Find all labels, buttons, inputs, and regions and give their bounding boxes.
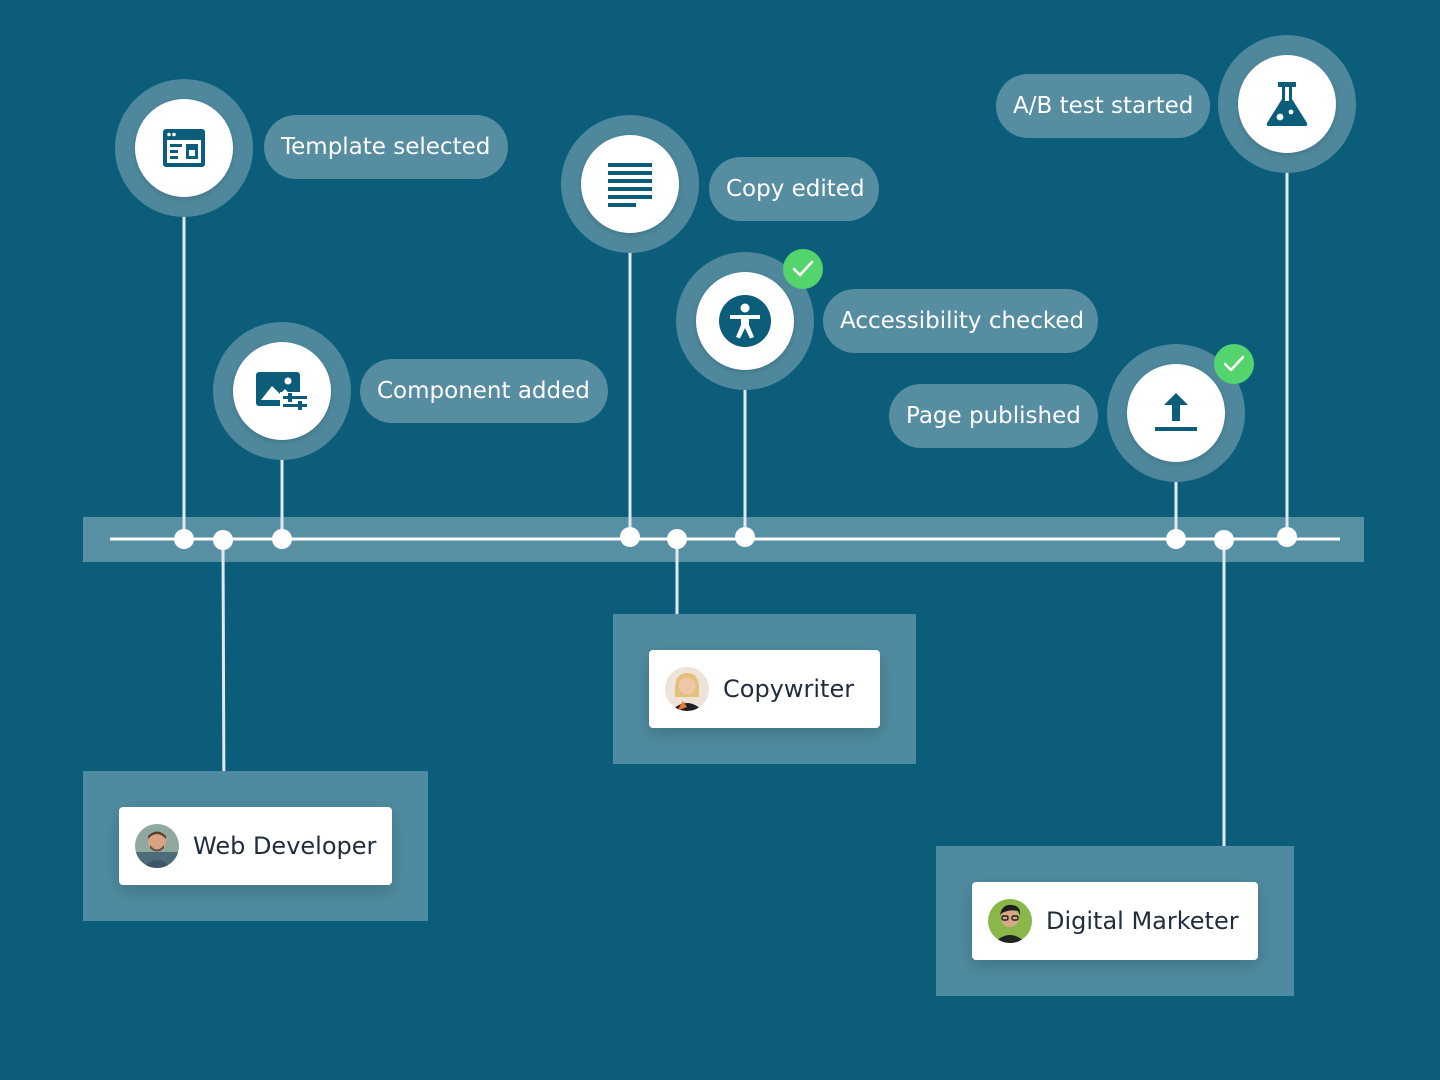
milestone-accessibility-node[interactable] [696,272,794,370]
milestone-copy-node[interactable] [581,135,679,233]
role-label: Digital Marketer [1046,907,1239,935]
timeline-dot-abtest[interactable] [1277,527,1297,547]
timeline-dot-publish[interactable] [1166,529,1186,549]
publish-verified-check-icon [1214,344,1254,384]
milestone-publish-node[interactable] [1127,364,1225,462]
accessibility-person-icon [719,295,771,347]
milestone-abtest-node[interactable] [1238,55,1336,153]
role-label: Copywriter [723,675,855,703]
role-label: Web Developer [193,832,377,860]
milestone-publish-label: Page published [889,384,1098,448]
timeline-dot-template[interactable] [174,529,194,549]
image-sliders-icon [256,372,308,412]
timeline-dot-component[interactable] [272,529,292,549]
avatar [665,667,709,711]
flask-icon [1266,82,1308,126]
timeline-dot-copywriter[interactable] [667,529,687,549]
role-card-digital-marketer[interactable]: Digital Marketer [972,882,1258,960]
connector-web-developer [221,538,226,811]
timeline-dot-digital-marketer[interactable] [1214,530,1234,550]
timeline-dot-accessibility[interactable] [735,527,755,547]
browser-layout-icon [163,129,205,167]
milestone-accessibility-label: Accessibility checked [823,289,1098,353]
accessibility-verified-check-icon [783,249,823,289]
avatar [988,899,1032,943]
timeline-dot-web-developer[interactable] [213,530,233,550]
milestone-abtest-label: A/B test started [996,74,1210,138]
milestone-template-label: Template selected [264,115,508,179]
milestone-component-node[interactable] [233,342,331,440]
role-card-copywriter[interactable]: Copywriter [649,650,880,728]
avatar [135,824,179,868]
timeline-dot-copy[interactable] [620,527,640,547]
milestone-component-label: Component added [360,359,608,423]
milestone-copy-label: Copy edited [709,157,879,221]
upload-icon [1155,393,1197,431]
text-lines-icon [608,163,652,207]
milestone-template-node[interactable] [135,99,233,197]
role-card-web-developer[interactable]: Web Developer [119,807,392,885]
